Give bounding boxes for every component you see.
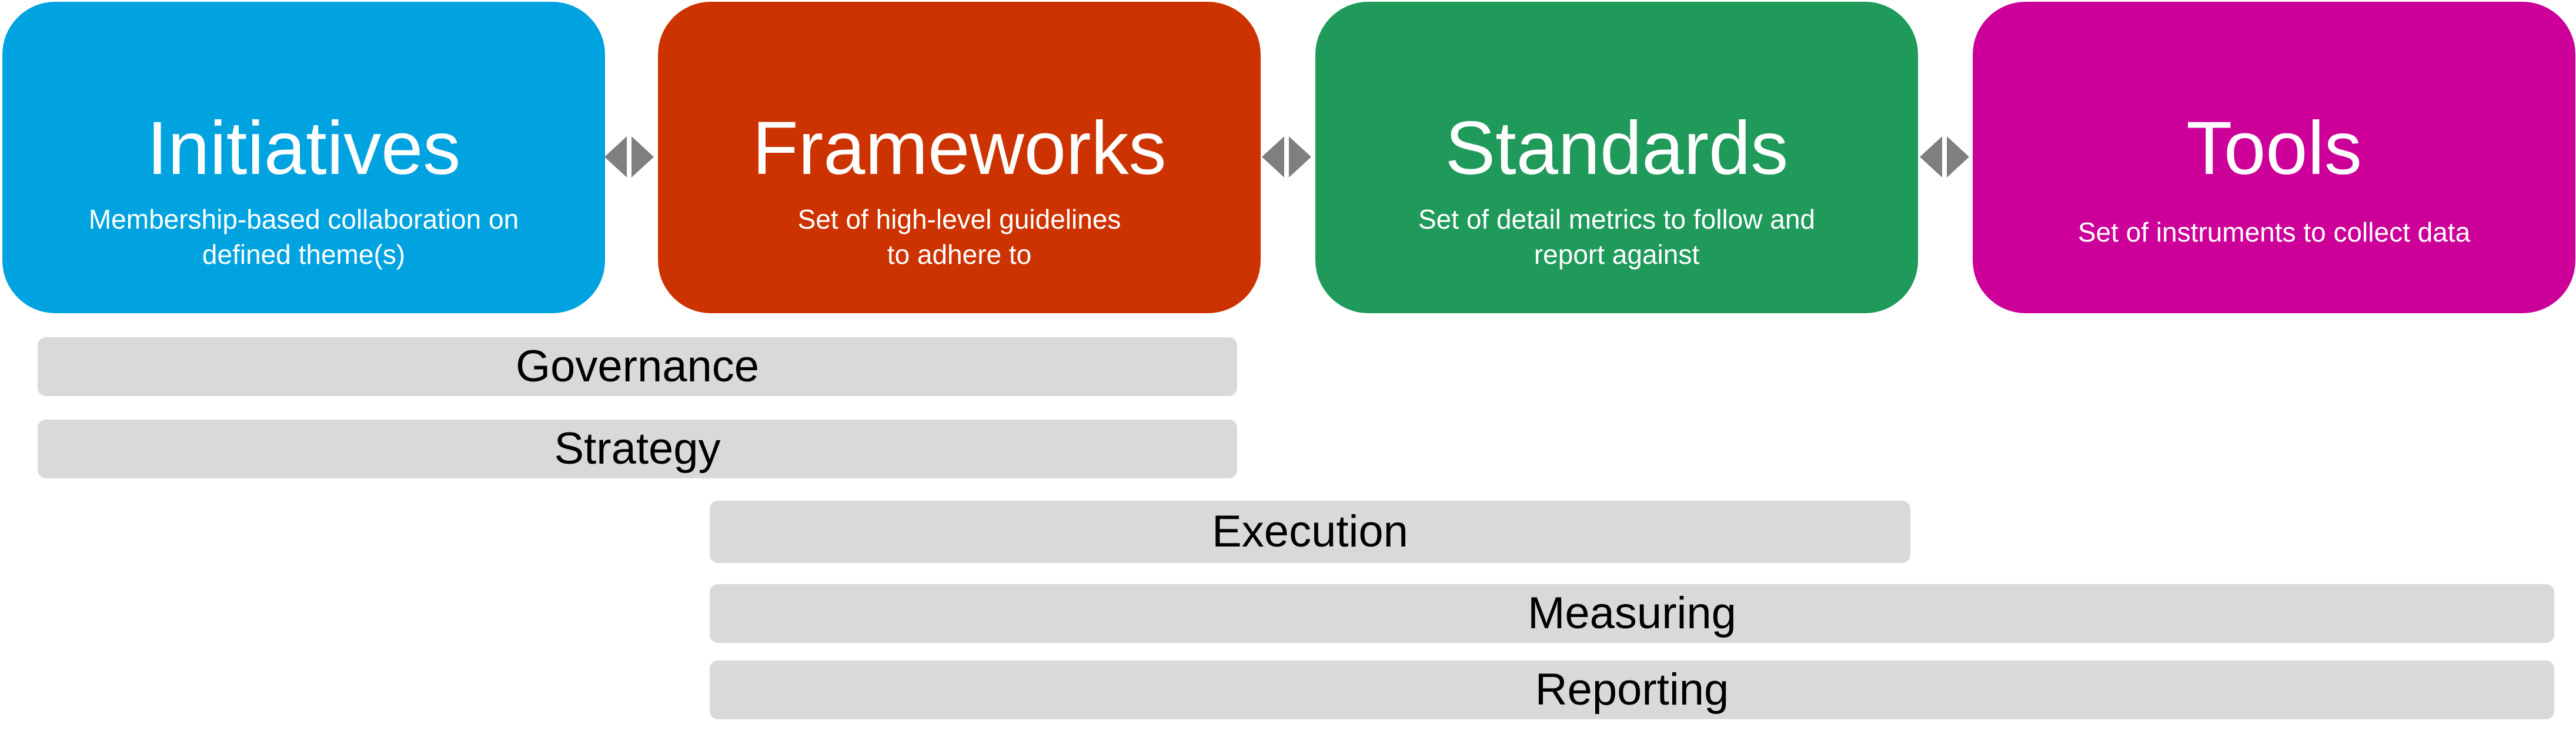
reporting-label: Reporting [1535, 665, 1729, 715]
initiatives-description-line-1: Membership-based collaboration on [88, 204, 519, 234]
initiatives-box: Initiatives Membership-based collaborati… [2, 2, 605, 313]
strategy-bar: Strategy [38, 420, 1237, 478]
measuring-bar: Measuring [710, 584, 2554, 643]
reporting-bar: Reporting [710, 661, 2554, 719]
governance-label: Governance [515, 341, 760, 391]
standards-box: Standards Set of detail metrics to follo… [1315, 2, 1918, 313]
initiatives-description-line-2: defined theme(s) [202, 239, 406, 270]
bidirectional-arrow-icon [1920, 136, 1969, 177]
bidirectional-arrow-icon [604, 136, 654, 177]
frameworks-title: Frameworks [752, 106, 1167, 190]
standards-title: Standards [1445, 106, 1789, 190]
tools-description: Set of instruments to collect data [2014, 214, 2534, 250]
tools-title: Tools [2186, 106, 2362, 190]
standards-description-line-2: report against [1533, 239, 1700, 270]
initiatives-description: Membership-based collaboration on define… [44, 202, 564, 272]
governance-bar: Governance [38, 337, 1237, 396]
bidirectional-arrow-icon [1262, 136, 1311, 177]
frameworks-description: Set of high-level guidelines to adhere t… [699, 202, 1219, 272]
standards-description-line-1: Set of detail metrics to follow and [1418, 204, 1815, 234]
execution-bar: Execution [710, 501, 1910, 563]
strategy-label: Strategy [554, 424, 721, 474]
tools-box: Tools Set of instruments to collect data [1973, 2, 2575, 313]
standards-description: Set of detail metrics to follow and repo… [1357, 202, 1877, 272]
frameworks-box: Frameworks Set of high-level guidelines … [658, 2, 1261, 313]
frameworks-description-line-2: to adhere to [887, 239, 1032, 270]
tools-description-line-1: Set of instruments to collect data [2077, 217, 2471, 247]
execution-label: Execution [1212, 507, 1408, 556]
initiatives-title: Initiatives [146, 106, 461, 190]
frameworks-description-line-1: Set of high-level guidelines [797, 204, 1121, 234]
measuring-label: Measuring [1528, 588, 1736, 638]
